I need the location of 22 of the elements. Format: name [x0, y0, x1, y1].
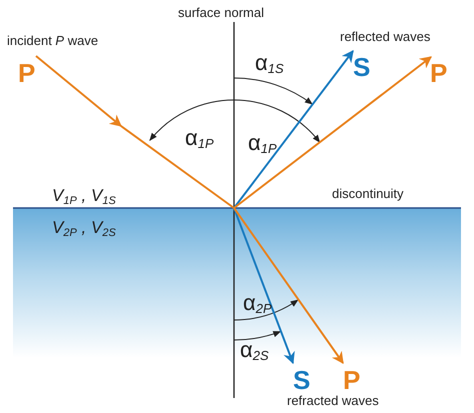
wave-ray-arrow	[233, 50, 354, 209]
text-label: discontinuity	[332, 185, 404, 203]
wave-type-label: P	[430, 60, 448, 86]
text-label: surface normal	[178, 4, 264, 22]
wave-ray-arrow	[35, 55, 122, 127]
wave-ray-arrow	[233, 207, 344, 364]
velocity-label: V$_{1P}$ , V$_{1S}$	[52, 185, 116, 208]
wave-type-label: S	[293, 367, 310, 393]
angle-label: α$_{2S}$	[240, 339, 269, 361]
wave-ray-arrow	[233, 56, 432, 209]
angle-label: α$_{2P}$	[243, 292, 272, 314]
wave-type-label: S	[353, 54, 370, 80]
velocity-label: V$_{2P}$ , V$_{2S}$	[52, 217, 116, 240]
wave-type-label: P	[18, 60, 36, 86]
wave-ray-arrow	[233, 208, 295, 364]
angle-label: α$_{1P}$	[248, 132, 277, 154]
text-label: reflected waves	[340, 28, 430, 46]
angle-label: α$_{1S}$	[255, 52, 284, 74]
angle-label: α$_{1P}$	[185, 127, 214, 149]
text-label: refracted waves	[287, 392, 379, 410]
wave-type-label: P	[343, 367, 360, 393]
wave-caption: incident P wave	[7, 32, 98, 50]
